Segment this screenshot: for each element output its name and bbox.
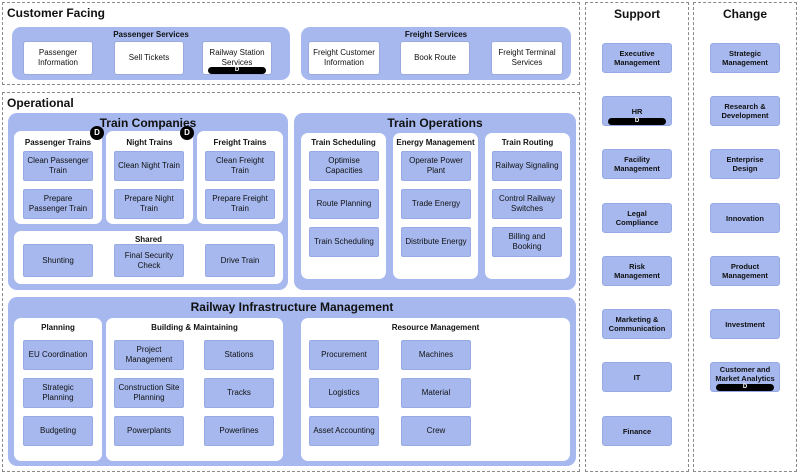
train-companies-title: Train Companies [99, 116, 197, 130]
box-material[interactable]: Material [401, 378, 471, 408]
box-asset-accounting[interactable]: Asset Accounting [309, 416, 379, 446]
shared-title: Shared [134, 235, 163, 244]
passenger-services-title: Passenger Services [113, 30, 189, 39]
box-passenger-information[interactable]: Passenger Information [23, 41, 93, 75]
support-title: Support [614, 7, 660, 21]
box-procurement[interactable]: Procurement [309, 340, 379, 370]
box-strategic-management[interactable]: Strategic Management [710, 43, 780, 73]
box-it[interactable]: IT [602, 362, 672, 392]
night-trains-title: Night Trains [126, 138, 173, 147]
box-sell-tickets[interactable]: Sell Tickets [114, 41, 184, 75]
train-operations-title: Train Operations [387, 116, 483, 130]
box-shunting[interactable]: Shunting [23, 244, 93, 277]
box-freight-customer-information[interactable]: Freight Customer Information [308, 41, 380, 75]
box-machines[interactable]: Machines [401, 340, 471, 370]
box-project-management[interactable]: Project Management [114, 340, 184, 370]
box-operate-power-plant[interactable]: Operate Power Plant [401, 151, 471, 181]
box-freight-terminal-services[interactable]: Freight Terminal Services [491, 41, 563, 75]
marker-pill: D [716, 384, 774, 391]
box-optimise-capacities[interactable]: Optimise Capacities [309, 151, 379, 181]
box-train-scheduling[interactable]: Train Scheduling [309, 227, 379, 257]
box-powerplants[interactable]: Powerplants [114, 416, 184, 446]
box-eu-coordination[interactable]: EU Coordination [23, 340, 93, 370]
box-facility-management[interactable]: Facility Management [602, 149, 672, 179]
box-prepare-night-train[interactable]: Prepare Night Train [114, 189, 184, 219]
box-railway-signaling[interactable]: Railway Signaling [492, 151, 562, 181]
box-innovation[interactable]: Innovation [710, 203, 780, 233]
box-legal-compliance[interactable]: Legal Compliance [602, 203, 672, 233]
box-marketing-communication[interactable]: Marketing & Communication [602, 309, 672, 339]
marker-badge: D [90, 126, 104, 140]
marker-pill: D [208, 67, 266, 74]
box-clean-night-train[interactable]: Clean Night Train [114, 151, 184, 181]
box-research-development[interactable]: Research & Development [710, 96, 780, 126]
box-prepare-freight-train[interactable]: Prepare Freight Train [205, 189, 275, 219]
resource-management-title: Resource Management [391, 323, 480, 332]
train-routing-title: Train Routing [501, 138, 554, 147]
energy-management-title: Energy Management [396, 138, 475, 147]
passenger-trains-title: Passenger Trains [24, 138, 92, 147]
box-billing-and-booking[interactable]: Billing and Booking [492, 227, 562, 257]
box-product-management[interactable]: Product Management [710, 256, 780, 286]
box-crew[interactable]: Crew [401, 416, 471, 446]
marker-badge: D [180, 126, 194, 140]
infrastructure-title: Railway Infrastructure Management [190, 300, 394, 314]
box-distribute-energy[interactable]: Distribute Energy [401, 227, 471, 257]
building-maintaining-title: Building & Maintaining [151, 323, 238, 332]
box-final-security-check[interactable]: Final Security Check [114, 244, 184, 277]
box-budgeting[interactable]: Budgeting [23, 416, 93, 446]
box-powerlines[interactable]: Powerlines [204, 416, 274, 446]
planning-title: Planning [41, 323, 75, 332]
box-construction-site-planning[interactable]: Construction Site Planning [114, 378, 184, 408]
support-area [585, 2, 689, 472]
train-scheduling-title: Train Scheduling [311, 138, 376, 147]
box-clean-freight-train[interactable]: Clean Freight Train [205, 151, 275, 181]
box-tracks[interactable]: Tracks [204, 378, 274, 408]
box-executive-management[interactable]: Executive Management [602, 43, 672, 73]
marker-pill: D [608, 118, 666, 125]
box-prepare-passenger-train[interactable]: Prepare Passenger Train [23, 189, 93, 219]
freight-trains-title: Freight Trains [213, 138, 267, 147]
box-enterprise-design[interactable]: Enterprise Design [710, 149, 780, 179]
box-stations[interactable]: Stations [204, 340, 274, 370]
box-book-route[interactable]: Book Route [400, 41, 470, 75]
box-control-railway-switches[interactable]: Control Railway Switches [492, 189, 562, 219]
box-route-planning[interactable]: Route Planning [309, 189, 379, 219]
change-area [693, 2, 797, 472]
box-drive-train[interactable]: Drive Train [205, 244, 275, 277]
box-risk-management[interactable]: Risk Management [602, 256, 672, 286]
label-hr: HR [631, 106, 643, 116]
box-investment[interactable]: Investment [710, 309, 780, 339]
customer-facing-title: Customer Facing [7, 6, 106, 20]
box-strategic-planning[interactable]: Strategic Planning [23, 378, 93, 408]
box-logistics[interactable]: Logistics [309, 378, 379, 408]
label-railway-station-services: Railway Station Services [209, 48, 265, 67]
box-finance[interactable]: Finance [602, 416, 672, 446]
operational-title: Operational [7, 96, 74, 110]
freight-services-title: Freight Services [404, 30, 468, 39]
box-clean-passenger-train[interactable]: Clean Passenger Train [23, 151, 93, 181]
label-customer-market-analytics: Customer and Market Analytics [715, 365, 775, 383]
box-trade-energy[interactable]: Trade Energy [401, 189, 471, 219]
change-title: Change [722, 7, 767, 21]
